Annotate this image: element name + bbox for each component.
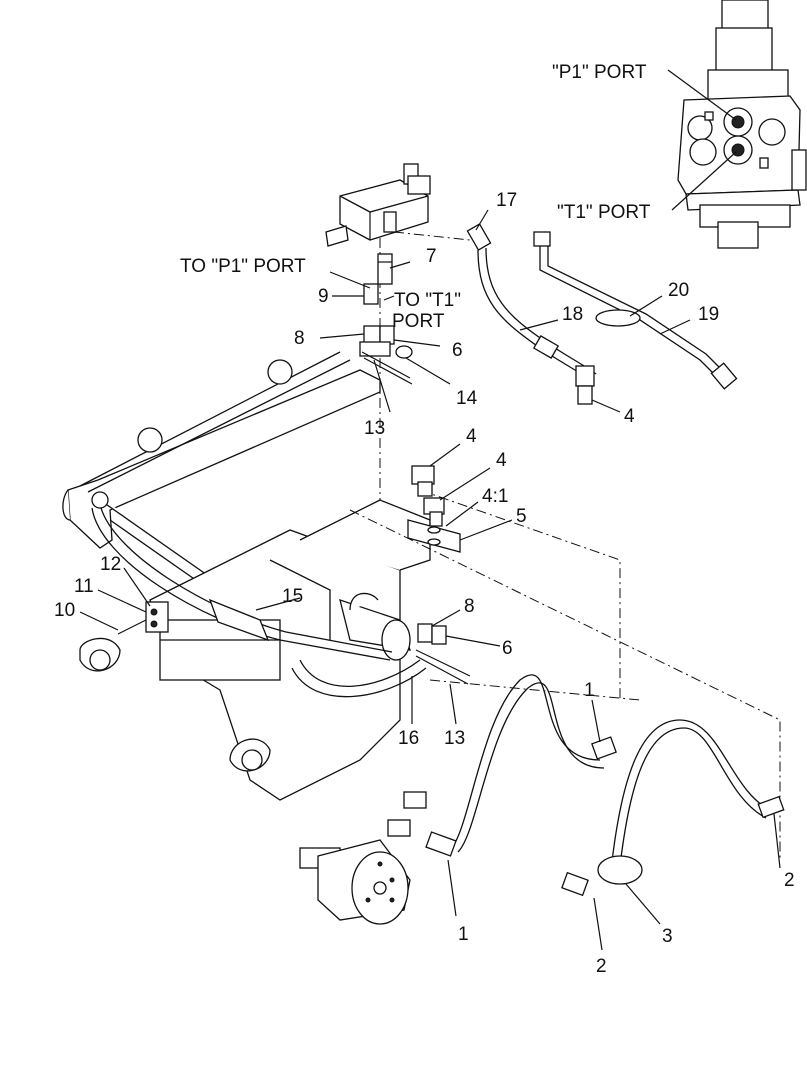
callout-1-bottom: 1 xyxy=(458,924,469,945)
callout-4-1: 4:1 xyxy=(482,486,508,507)
sleeve-3 xyxy=(597,855,643,885)
callout-16: 16 xyxy=(398,728,419,749)
callout-7: 7 xyxy=(426,246,437,267)
callout-17: 17 xyxy=(496,190,517,211)
callout-4-mid-b: 4 xyxy=(496,450,507,471)
callout-3: 3 xyxy=(662,926,673,947)
callout-8-bottom: 8 xyxy=(464,596,475,617)
callout-19: 19 xyxy=(698,304,719,325)
callout-9: 9 xyxy=(318,286,329,307)
control-valve xyxy=(325,163,431,247)
callout-15: 15 xyxy=(282,586,303,607)
callout-20: 20 xyxy=(668,280,689,301)
callout-p1-port: "P1" PORT xyxy=(552,62,647,83)
leader-lines xyxy=(79,209,781,951)
clamp-20 xyxy=(595,309,641,327)
callout-t1-port: "T1" PORT xyxy=(557,202,651,223)
callout-11: 11 xyxy=(74,576,94,597)
t1-port-leader xyxy=(671,151,737,211)
callout-5: 5 xyxy=(516,506,527,527)
callout-1-right: 1 xyxy=(584,680,595,701)
hydraulic-motor xyxy=(299,791,427,925)
fitting-8-bottom xyxy=(417,623,433,643)
bolt-10 xyxy=(117,619,147,635)
fitting-9 xyxy=(363,283,379,305)
fitting-7 xyxy=(377,253,393,285)
boom-frame xyxy=(62,369,781,860)
callout-to-t1-port-line2: PORT xyxy=(392,311,445,332)
callout-13-bottom: 13 xyxy=(444,728,465,749)
callout-2-bottom: 2 xyxy=(596,956,607,977)
callout-2-right: 2 xyxy=(784,870,795,891)
sleeve-15 xyxy=(208,598,270,642)
valve-detail xyxy=(677,0,807,249)
callout-to-t1-port-line1: TO "T1" xyxy=(394,290,461,311)
plate-5 xyxy=(407,519,461,553)
fitting-8-top xyxy=(363,325,381,345)
callout-6-top: 6 xyxy=(452,340,463,361)
callout-8-top: 8 xyxy=(294,328,305,349)
callout-4-mid-a: 4 xyxy=(466,426,477,447)
hose-1 xyxy=(425,674,617,857)
elbow-4a xyxy=(411,465,435,485)
callout-14: 14 xyxy=(456,388,478,409)
callout-6-bottom: 6 xyxy=(502,638,513,659)
p1-port-leader xyxy=(667,69,737,121)
callout-to-p1-port: TO "P1" PORT xyxy=(180,256,306,277)
callout-4-right: 4 xyxy=(624,406,635,427)
hose-2 xyxy=(561,719,785,897)
callout-10: 10 xyxy=(54,600,75,621)
callout-13-top: 13 xyxy=(364,418,385,439)
block-12 xyxy=(145,601,169,633)
callout-12: 12 xyxy=(100,554,121,575)
callout-18: 18 xyxy=(562,304,583,325)
hose-18 xyxy=(466,223,597,405)
